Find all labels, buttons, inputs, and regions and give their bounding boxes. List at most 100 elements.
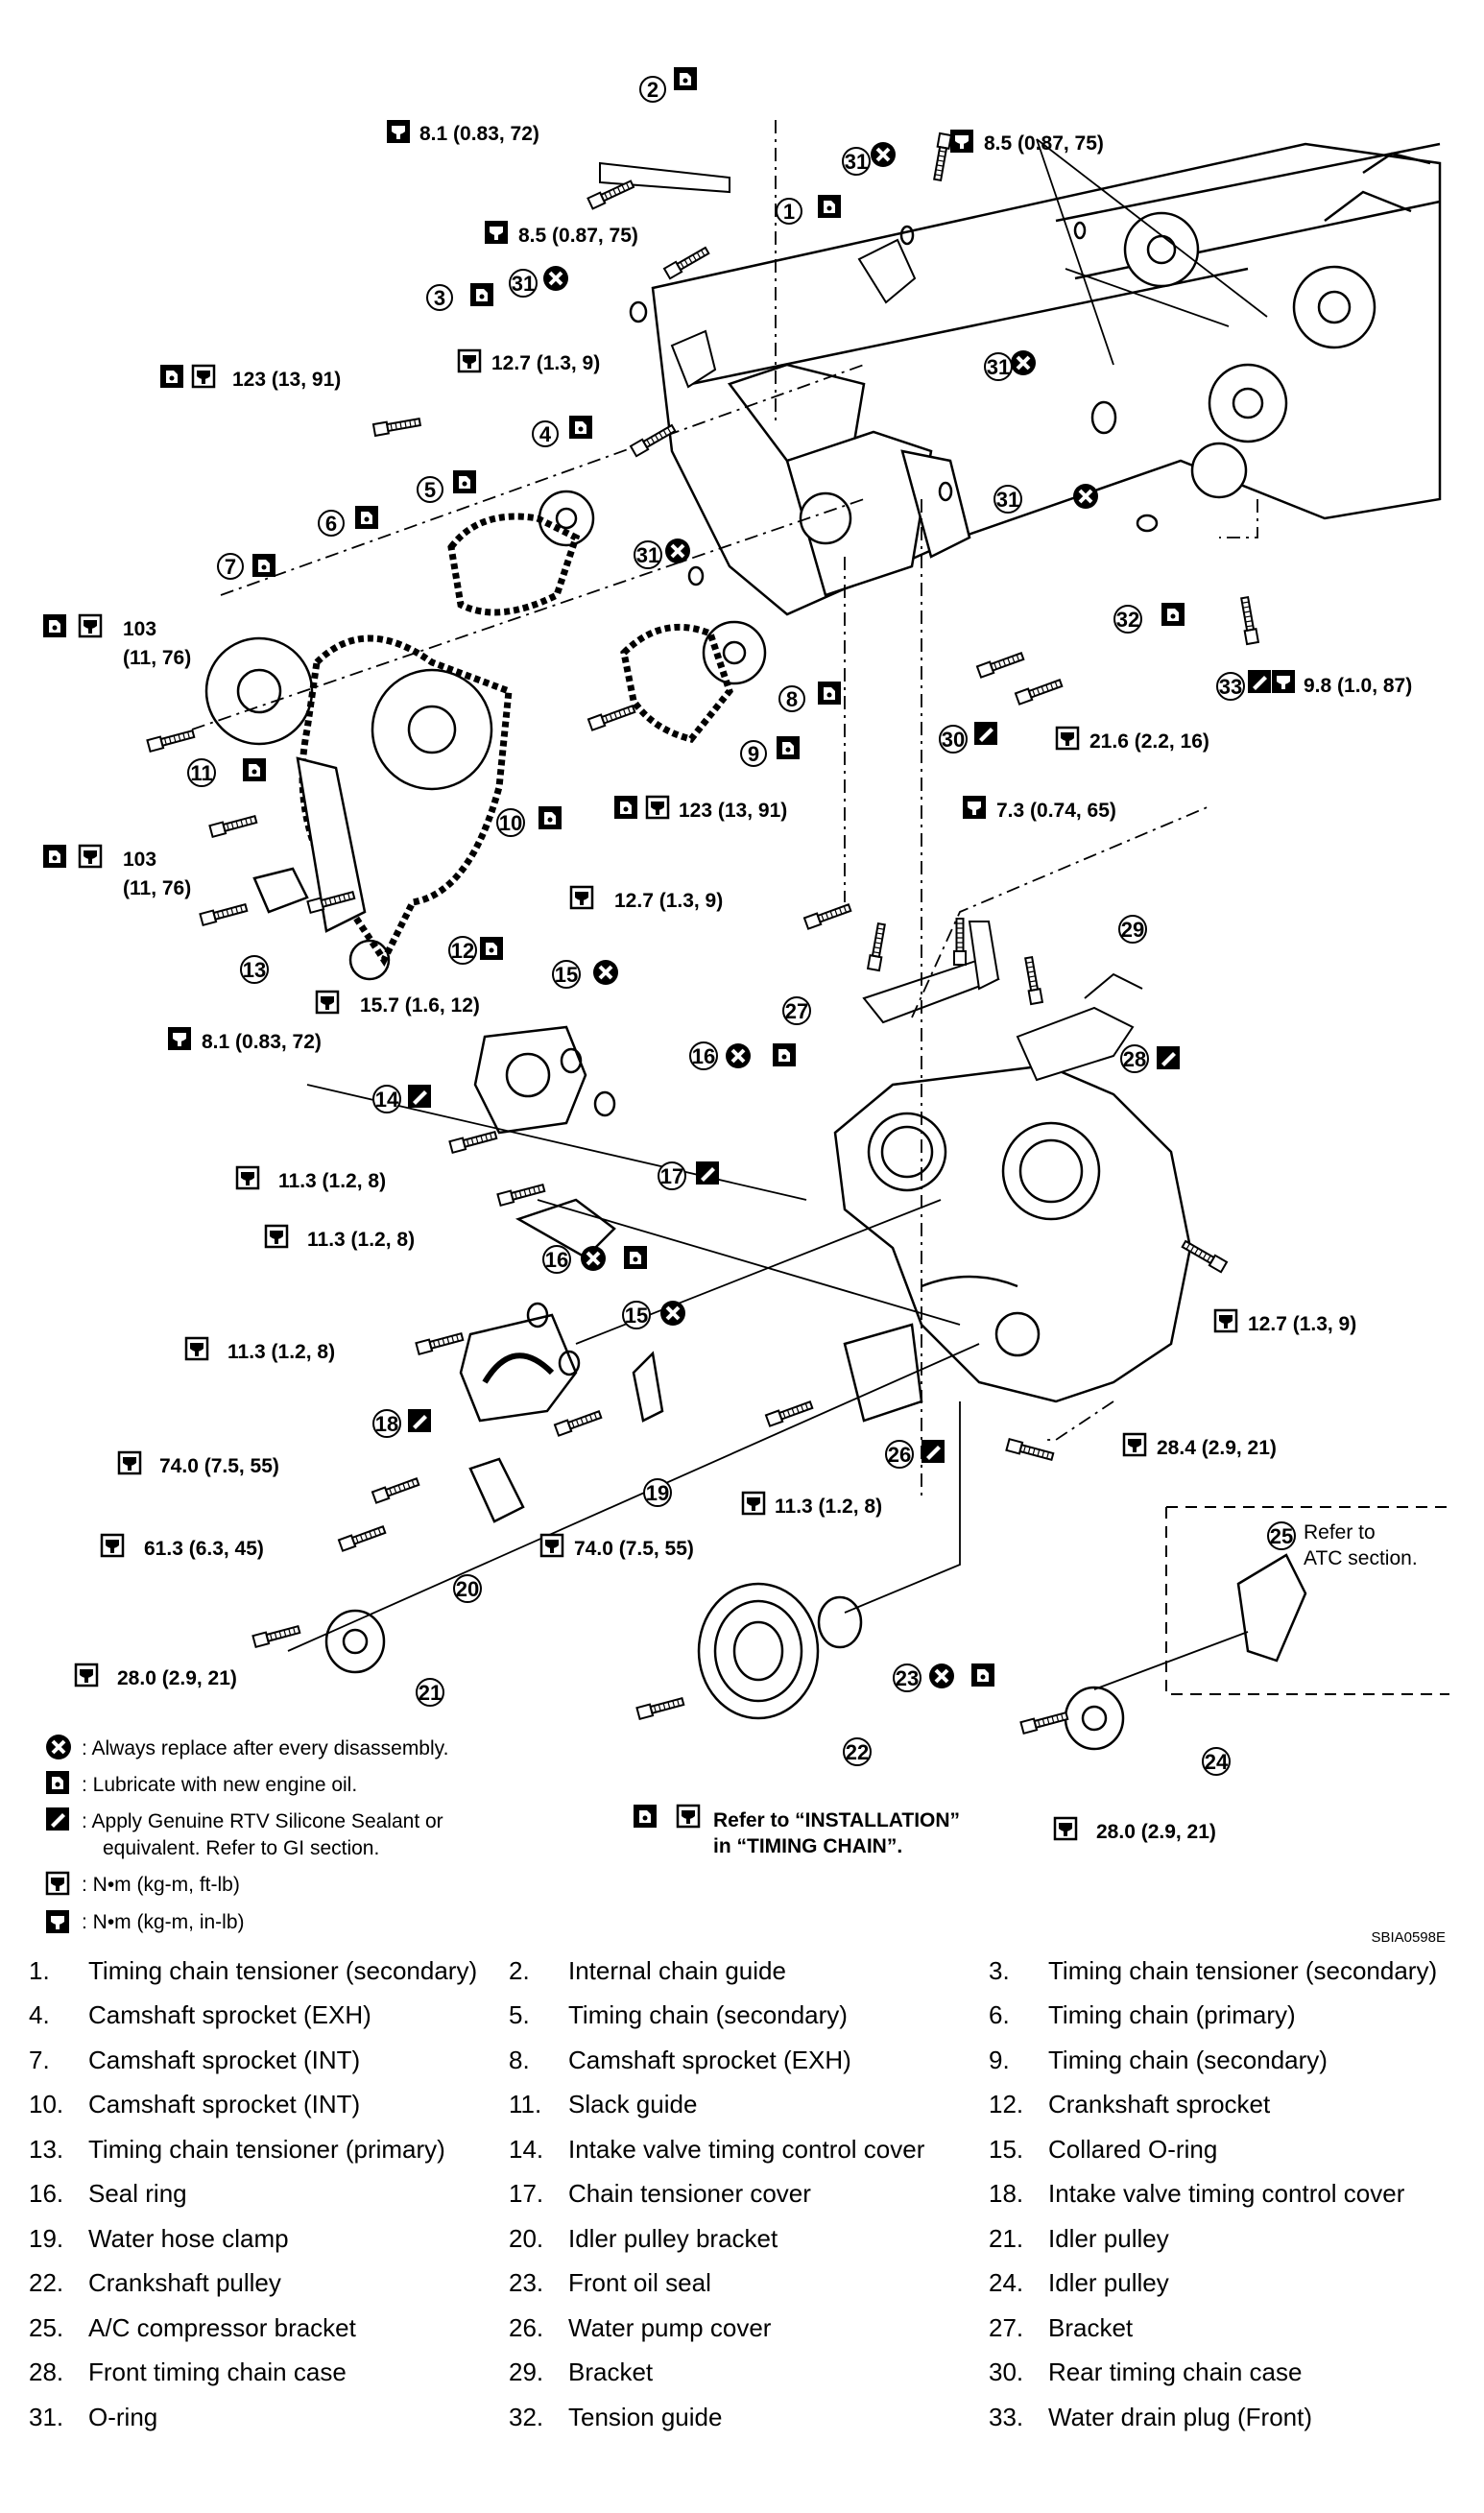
part-number: 10.	[29, 2090, 64, 2119]
part-name: Crankshaft pulley	[88, 2268, 281, 2298]
part-name: Timing chain tensioner (secondary)	[88, 1955, 478, 1985]
torque-label: 28.0 (2.9, 21)	[1096, 1821, 1216, 1843]
part-number: 16.	[29, 2179, 64, 2209]
part-name: Front oil seal	[568, 2268, 711, 2298]
part-number: 25.	[29, 2312, 64, 2342]
cylinder-head-assembly	[651, 142, 1442, 616]
callout-24: 24	[1205, 1750, 1229, 1774]
part-name: Idler pulley	[1048, 2223, 1169, 2253]
legend-text: : N•m (kg-m, ft-lb)	[82, 1874, 240, 1896]
legend-text: : Apply Genuine RTV Silicone Sealant or	[82, 1810, 443, 1832]
part-name: Collared O-ring	[1048, 2134, 1218, 2164]
torque-label: 21.6 (2.2, 16)	[1089, 730, 1209, 753]
callout-30: 30	[942, 728, 965, 752]
part-number: 15.	[989, 2134, 1024, 2164]
callout-2: 2	[647, 78, 658, 102]
part-name: Water pump cover	[568, 2312, 772, 2342]
part-number: 23.	[509, 2268, 544, 2298]
atc-note-line1: Refer to	[1304, 1521, 1376, 1544]
callout-19: 19	[646, 1481, 669, 1505]
legend-text: : Lubricate with new engine oil.	[82, 1774, 357, 1796]
torque-label: 123 (13, 91)	[679, 800, 787, 822]
torque-labels: 8.1 (0.83, 72) 8.5 (0.87, 75) 8.5 (0.87,…	[117, 123, 1412, 1843]
legend-last: : N•m (kg-m, in-lb)	[46, 1910, 245, 1935]
torque-label: 74.0 (7.5, 55)	[159, 1455, 279, 1477]
torque-label: (11, 76)	[123, 877, 191, 899]
part-item: 4.Camshaft sprocket (EXH)	[29, 1994, 509, 2039]
part-number: 9.	[989, 2045, 1010, 2074]
part-name: Crankshaft sprocket	[1048, 2090, 1271, 2119]
exploded-view-diagram: 8.1 (0.83, 72) 8.5 (0.87, 75) 8.5 (0.87,…	[43, 67, 1449, 1896]
ac-bracket-box	[1165, 1506, 1449, 1695]
torque-label: 8.1 (0.83, 72)	[419, 123, 539, 145]
part-number: 1.	[29, 1955, 50, 1985]
part-item: 32.Tension guide	[509, 2395, 989, 2440]
part-item: 16.Seal ring	[29, 2172, 509, 2217]
part-number: 8.	[509, 2045, 530, 2074]
part-item: 5.Timing chain (secondary)	[509, 1994, 989, 2039]
part-number: 2.	[509, 1955, 530, 1985]
callout-31: 31	[996, 488, 1019, 512]
callout-9: 9	[748, 742, 759, 766]
parts-list: 1. Timing chain tensioner (secondary) 2. In…	[29, 1949, 1469, 2440]
part-name: Timing chain tensioner (secondary)	[1048, 1955, 1438, 1985]
torque-label: 8.1 (0.83, 72)	[202, 1031, 322, 1053]
part-name: Chain tensioner cover	[568, 2179, 811, 2209]
callout-13: 13	[243, 958, 266, 982]
part-name: Internal chain guide	[568, 1955, 786, 1985]
part-name: Camshaft sprocket (INT)	[88, 2090, 361, 2119]
torque-ftlb-icon	[45, 1871, 70, 1896]
part-item: 22.Crankshaft pulley	[29, 2262, 509, 2307]
part-number: 12.	[989, 2090, 1024, 2119]
legend-text: : Always replace after every disassembly…	[82, 1737, 448, 1759]
part-number: 13.	[29, 2134, 64, 2164]
torque-inlb-icon	[46, 1910, 69, 1933]
callout-27: 27	[785, 999, 808, 1023]
slack-guide	[252, 756, 367, 933]
legend-text: equivalent. Refer to GI section.	[103, 1837, 379, 1859]
part-name: Intake valve timing control cover	[568, 2134, 925, 2164]
torque-label: 9.8 (1.0, 87)	[1304, 675, 1412, 697]
callout-10: 10	[499, 811, 522, 835]
part-item: 26.Water pump cover	[509, 2306, 989, 2351]
part-name: Camshaft sprocket (INT)	[88, 2045, 361, 2074]
callout-32: 32	[1116, 608, 1139, 632]
callout-15: 15	[555, 963, 578, 987]
brackets	[862, 921, 1143, 1082]
part-item: 7.Camshaft sprocket (INT)	[29, 2038, 509, 2083]
part-number: 19.	[29, 2223, 64, 2253]
callout-15: 15	[625, 1304, 648, 1328]
torque-label: 12.7 (1.3, 9)	[491, 352, 600, 374]
torque-label: 11.3 (1.2, 8)	[227, 1341, 335, 1363]
callout-29: 29	[1121, 918, 1144, 942]
callout-14: 14	[375, 1088, 399, 1112]
part-number: 3.	[989, 1955, 1010, 1985]
part-number: 11.	[509, 2090, 542, 2119]
part-name: Idler pulley bracket	[568, 2223, 778, 2253]
callout-25: 25	[1270, 1524, 1293, 1548]
part-item: 15. Collared O-ring	[989, 2127, 1469, 2172]
torque-label: 74.0 (7.5, 55)	[574, 1538, 694, 1560]
part-item: 25.A/C compressor bracket	[29, 2306, 509, 2351]
part-item: 17.Chain tensioner cover	[509, 2172, 989, 2217]
diagram-notes: Refer to ATC section. Refer to “INSTALLA…	[713, 1521, 1418, 1857]
part-name: Timing chain (secondary)	[1048, 2045, 1328, 2074]
callout-3: 3	[434, 286, 445, 310]
callout-7: 7	[225, 555, 236, 579]
part-item: 6.Timing chain (primary)	[989, 1994, 1469, 2039]
callout-31: 31	[845, 150, 868, 174]
part-item: 10. Camshaft sprocket (INT)	[29, 2083, 509, 2128]
part-name: Bracket	[568, 2357, 654, 2387]
callout-22: 22	[846, 1740, 869, 1764]
part-item: 24.Idler pulley	[989, 2262, 1469, 2307]
part-name: Slack guide	[568, 2090, 698, 2119]
part-name: Water hose clamp	[88, 2223, 289, 2253]
install-note-line2: in “TIMING CHAIN”.	[713, 1835, 902, 1857]
part-name: Timing chain tensioner (primary)	[88, 2134, 445, 2164]
callout-33: 33	[1219, 675, 1242, 699]
legend: : Always replace after every disassembly…	[44, 1733, 448, 1896]
part-item: 12. Crankshaft sprocket	[989, 2083, 1469, 2128]
part-item: 2. Internal chain guide	[509, 1949, 989, 1994]
torque-label: 8.5 (0.87, 75)	[518, 225, 638, 247]
sealant-icon	[46, 1807, 69, 1831]
